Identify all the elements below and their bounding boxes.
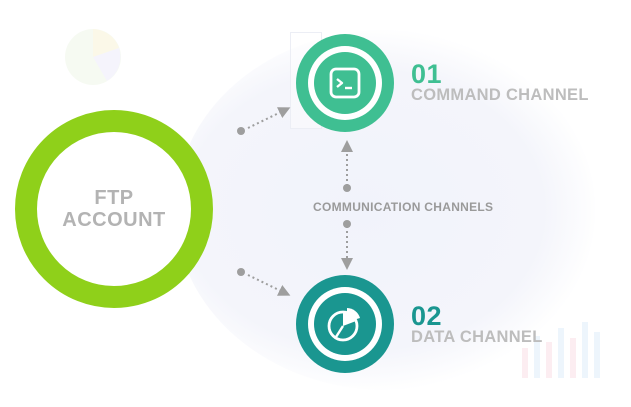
faded-bar-chart-icon (522, 322, 600, 378)
connector-ftp-to-command (237, 107, 291, 135)
ftp-account-node: FTP ACCOUNT (15, 110, 213, 308)
data-channel-title: DATA CHANNEL (411, 328, 543, 346)
command-channel-number: 01 (411, 59, 443, 89)
data-channel-node (296, 275, 394, 373)
data-channel-number: 02 (411, 301, 443, 331)
command-channel-node (296, 34, 394, 132)
communication-channels-label: COMMUNICATION CHANNELS (313, 200, 494, 214)
command-channel-title: COMMAND CHANNEL (411, 86, 589, 104)
pie-chart-icon (327, 308, 360, 342)
connector-ftp-to-data (237, 268, 291, 296)
ftp-account-label: FTP ACCOUNT (62, 187, 166, 231)
command-node-core (314, 52, 376, 114)
connector-command-to-data (341, 140, 353, 270)
terminal-icon (329, 67, 361, 99)
faded-pie-chart-icon (65, 29, 121, 85)
